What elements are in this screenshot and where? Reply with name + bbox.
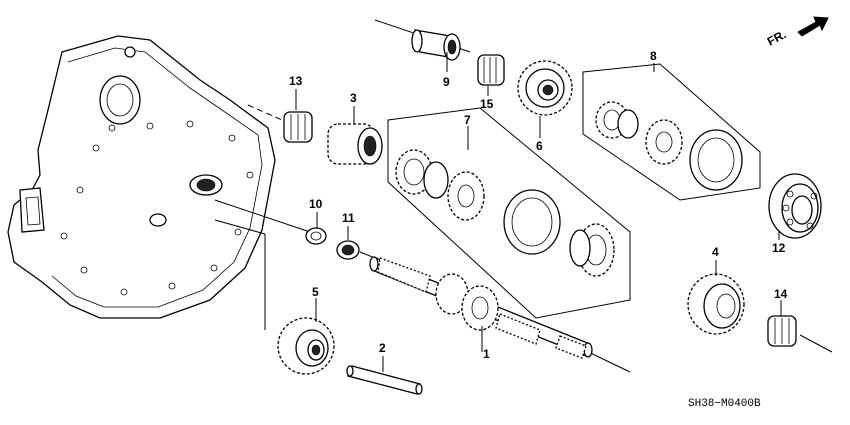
callout-5: 5 [312,285,319,299]
callout-4: 4 [712,245,719,259]
callout-7: 7 [464,113,471,127]
callout-2: 2 [379,341,386,355]
callout-13: 13 [289,74,303,88]
callout-12: 12 [772,241,786,255]
part-1-mainshaft [369,256,593,359]
part-15-needle-bearing [477,54,505,86]
part-2-pin [346,365,423,395]
part-11-washer [336,240,360,260]
part-4-gear [687,273,745,335]
callout-1: 1 [483,347,490,361]
callout-15: 15 [480,97,494,111]
callout-11: 11 [342,211,355,225]
assembly-8-parts [595,101,743,191]
callout-10: 10 [309,197,323,211]
callout-3: 3 [350,91,357,105]
callout-leaders [295,52,782,372]
transmission-housing [7,35,276,319]
part-12-ball-bearing [768,173,822,239]
part-9-sleeve [411,29,461,61]
callout-6: 6 [536,139,543,153]
front-arrow-icon [797,16,829,37]
callout-8: 8 [650,49,657,63]
assembly-8-bracket [582,63,761,201]
front-direction-indicator: FR. [765,16,829,49]
part-14-needle-bearing [767,315,797,347]
part-10-washer [305,227,327,245]
part-6-gear [517,60,573,116]
assembly-7-bracket [387,107,631,319]
front-label: FR. [765,27,789,48]
part-13-needle-bearing [283,111,313,143]
reference-code: SH38−M0400B [688,398,761,410]
part-3-gear [327,123,383,165]
callout-14: 14 [774,287,788,301]
part-5-gear [277,317,335,375]
callout-9: 9 [443,75,450,89]
assembly-7-parts [395,149,615,277]
